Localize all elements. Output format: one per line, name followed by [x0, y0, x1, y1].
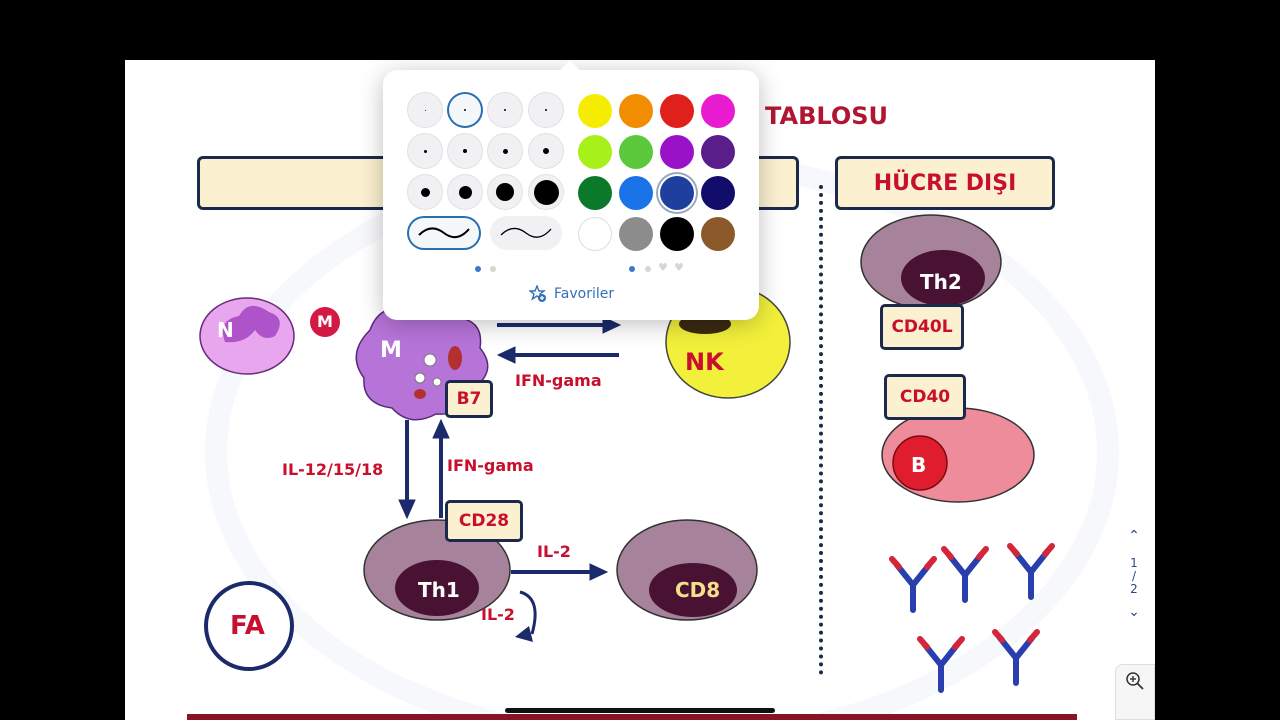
color-swatch[interactable]: [578, 94, 612, 128]
divider-dotted: [819, 185, 823, 675]
th1-cell: [363, 519, 511, 621]
page-nav: ⌃ 1 / 2 ⌄: [1122, 528, 1146, 620]
favorites-button[interactable]: Favoriler: [529, 285, 614, 303]
color-swatch-selected[interactable]: [660, 176, 694, 210]
pen-size-option-selected[interactable]: [447, 92, 483, 128]
page-title: TABLOSU: [765, 102, 888, 130]
arrow-il2-loop: [519, 590, 537, 635]
pen-size-option[interactable]: [487, 174, 523, 210]
cd8-label: CD8: [675, 578, 721, 602]
macrophage-label: M: [380, 338, 402, 363]
pen-page-dot-active: [475, 266, 481, 272]
pen-size-option[interactable]: [528, 92, 564, 128]
pen-size-option[interactable]: [487, 133, 523, 169]
pen-size-option[interactable]: [528, 133, 564, 169]
arrow-th1-cd8: [511, 563, 609, 581]
pen-size-option[interactable]: [487, 92, 523, 128]
favorites-label: Favoriler: [554, 286, 615, 302]
tag-cd28: CD28: [445, 500, 523, 542]
fa-logo: FA: [230, 611, 265, 641]
pen-size-option[interactable]: [447, 133, 483, 169]
arrows-m-nk: [496, 316, 622, 364]
page-total: 2: [1130, 582, 1138, 596]
color-swatch[interactable]: [660, 217, 694, 251]
color-swatch[interactable]: [619, 94, 653, 128]
color-swatch[interactable]: [578, 135, 612, 169]
stroke-style-option-selected[interactable]: [407, 216, 481, 250]
nk-label: NK: [685, 348, 724, 376]
color-page-dot: [645, 266, 651, 272]
pen-size-option[interactable]: [407, 133, 443, 169]
squiggle-thick-icon: [418, 227, 470, 239]
star-add-icon: [529, 285, 547, 302]
label-il-2-a: IL-2: [537, 542, 571, 561]
tag-b7: B7: [445, 380, 493, 418]
color-swatch[interactable]: [619, 217, 653, 251]
bottom-band: [187, 714, 1077, 720]
home-indicator[interactable]: [505, 708, 775, 713]
page-up-icon[interactable]: ⌃: [1128, 528, 1140, 544]
stroke-style-option[interactable]: [490, 216, 562, 250]
pen-page-dot: [490, 266, 496, 272]
color-swatch[interactable]: [660, 135, 694, 169]
pen-color-popup: ♥ ♥ Favoriler: [383, 60, 759, 320]
tag-cd40l: CD40L: [880, 304, 964, 350]
label-il-2-b: IL-2: [481, 605, 515, 624]
favorite-heart-icon: ♥: [674, 261, 684, 274]
zoom-button[interactable]: [1115, 664, 1155, 720]
neutrophil-label: N: [217, 318, 234, 342]
favorite-heart-icon: ♥: [658, 261, 668, 274]
color-swatch[interactable]: [701, 176, 735, 210]
pen-size-option[interactable]: [407, 174, 443, 210]
b-cell: [881, 407, 1035, 503]
color-page-dot-active: [629, 266, 635, 272]
th2-label: Th2: [920, 270, 962, 294]
tag-cd40: CD40: [884, 374, 966, 420]
b-cell-label: B: [911, 453, 927, 477]
pen-size-option[interactable]: [447, 174, 483, 210]
color-swatch[interactable]: [660, 94, 694, 128]
page-current: 1: [1130, 556, 1138, 570]
color-swatch[interactable]: [578, 176, 612, 210]
antibodies: [889, 543, 1055, 693]
label-ifn-gama-2: IFN-gama: [447, 456, 534, 475]
pen-size-option[interactable]: [528, 174, 564, 210]
fa-logo-ring: [204, 581, 294, 671]
page-down-icon[interactable]: ⌄: [1128, 604, 1140, 620]
color-swatch[interactable]: [578, 217, 612, 251]
header-right: HÜCRE DIŞI: [835, 156, 1055, 210]
cd8-cell: [616, 519, 758, 621]
color-swatch[interactable]: [701, 94, 735, 128]
label-ifn-gama-1: IFN-gama: [515, 371, 602, 390]
pen-size-option[interactable]: [407, 92, 443, 128]
label-il-12: IL-12/15/18: [282, 460, 384, 479]
squiggle-thin-icon: [500, 227, 552, 238]
color-swatch[interactable]: [701, 135, 735, 169]
macrophage-badge-label: M: [317, 312, 333, 331]
page-sep: /: [1131, 569, 1137, 583]
th2-cell: [860, 214, 1002, 310]
macrophage-badge: [310, 307, 340, 337]
color-swatch[interactable]: [619, 135, 653, 169]
arrows-m-th1: [398, 418, 450, 520]
th1-label: Th1: [418, 578, 460, 602]
zoom-in-icon: [1126, 672, 1144, 690]
color-swatch[interactable]: [701, 217, 735, 251]
color-swatch[interactable]: [619, 176, 653, 210]
neutrophil-cell: [199, 297, 295, 375]
